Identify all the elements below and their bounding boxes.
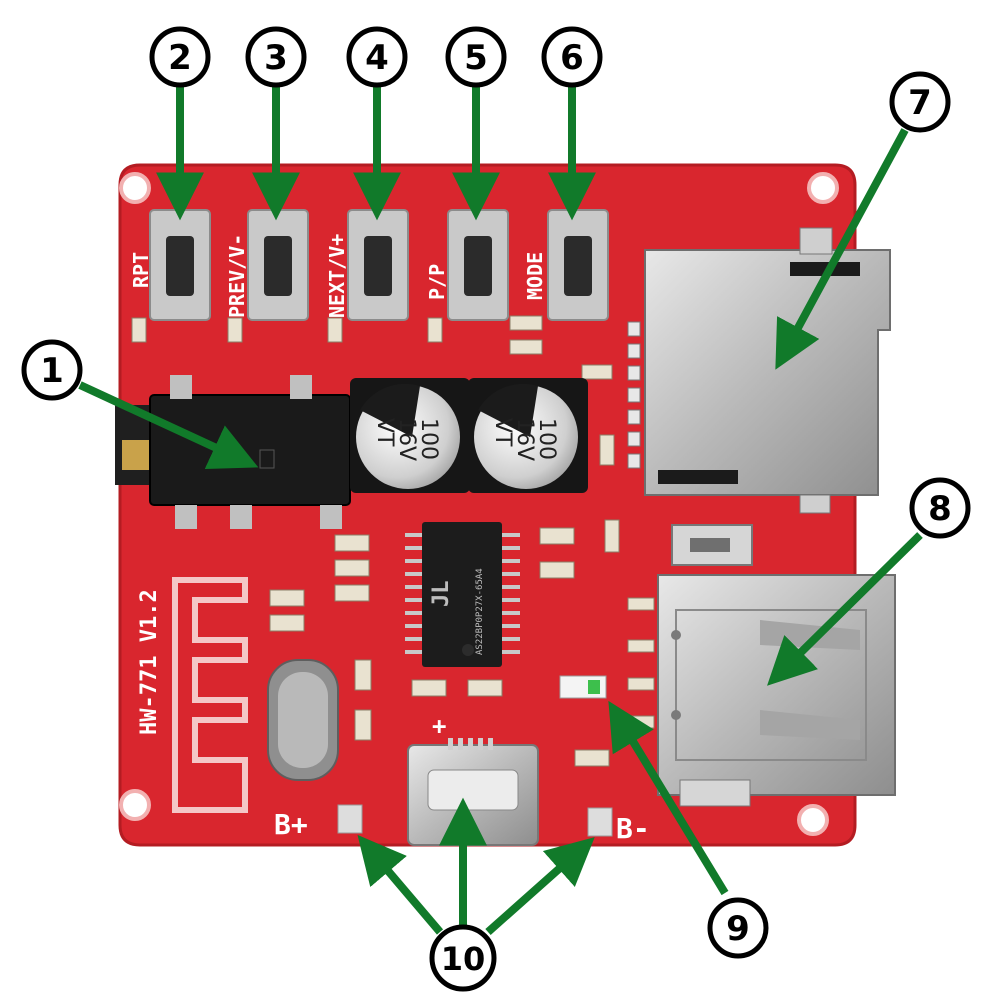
- callout-10-label: 10: [441, 940, 486, 978]
- callout-4-label: 4: [365, 38, 389, 78]
- cap-right-value: 100: [534, 418, 559, 460]
- micro-usb-port: [407, 738, 539, 846]
- status-led: [559, 675, 607, 699]
- crystal-oscillator: [267, 659, 339, 781]
- callout-7-label: 7: [908, 83, 932, 123]
- button-prev: [247, 209, 309, 321]
- cap-right-voltage: 16V: [512, 418, 537, 461]
- callout-1-label: 1: [40, 351, 64, 391]
- chip-logo: JL: [429, 581, 454, 608]
- callout-arrows: [78, 82, 923, 935]
- arrow-10-left: [357, 834, 444, 935]
- arrow-1: [78, 381, 259, 470]
- arrow-7: [775, 128, 909, 370]
- callout-4: 4: [346, 26, 408, 88]
- label-pp: P/P: [425, 264, 449, 300]
- arrow-8: [767, 532, 923, 686]
- antenna-trace: [172, 577, 248, 813]
- sd-card-slot: [644, 227, 891, 514]
- callout-6-label: 6: [560, 38, 584, 78]
- chip-marking: AS22BP0P27X-65A4: [475, 568, 485, 655]
- callout-3-label: 3: [264, 38, 288, 78]
- callout-9: 9: [707, 897, 769, 959]
- pad-label-b-plus: B+: [274, 808, 308, 841]
- label-next: NEXT/V+: [325, 234, 349, 318]
- headphone-jack: [115, 375, 351, 529]
- cap-right-series: VT: [490, 418, 515, 447]
- pad-label-plus: +: [432, 712, 446, 740]
- callout-1: 1: [21, 339, 83, 401]
- cap-left-voltage: 16V: [394, 418, 419, 461]
- label-rpt: RPT: [129, 252, 153, 288]
- callout-7: 7: [889, 71, 951, 133]
- callout-8-label: 8: [928, 489, 952, 529]
- board-model-label: HW-771 V1.2: [137, 589, 162, 735]
- sd-pins: [627, 321, 641, 469]
- cap-left-value: 100: [416, 418, 441, 460]
- callout-8: 8: [909, 477, 971, 539]
- label-prev: PREV/V-: [225, 234, 249, 318]
- main-chip: JL AS22BP0P27X-65A4: [405, 522, 520, 667]
- button-next: [347, 209, 409, 321]
- button-mode: [547, 209, 609, 321]
- callout-6: 6: [541, 26, 603, 88]
- mounting-holes: [119, 172, 839, 836]
- callout-2: 2: [149, 26, 211, 88]
- capacitor-left: 100 16V VT: [350, 378, 470, 493]
- callout-9-label: 9: [726, 909, 750, 949]
- pad-label-b-minus: B-: [616, 812, 650, 845]
- capacitor-right: 100 16V VT: [468, 378, 588, 493]
- callout-5: 5: [445, 26, 507, 88]
- button-play-pause: [447, 209, 509, 321]
- arrow-9: [608, 700, 729, 896]
- label-mode: MODE: [523, 252, 547, 300]
- callout-2-label: 2: [168, 38, 192, 78]
- arrow-10-right: [485, 837, 595, 935]
- callout-5-label: 5: [464, 38, 488, 78]
- callout-badges: 1 2 3 4 5 6 7 8: [21, 26, 971, 992]
- button-labels: RPT PREV/V- NEXT/V+ P/P MODE: [129, 234, 547, 318]
- cap-left-series: VT: [372, 418, 397, 447]
- button-rpt: [149, 209, 211, 321]
- callout-3: 3: [245, 26, 307, 88]
- battery-pads: B+ B- +: [274, 712, 650, 845]
- callout-10: 10: [429, 924, 497, 992]
